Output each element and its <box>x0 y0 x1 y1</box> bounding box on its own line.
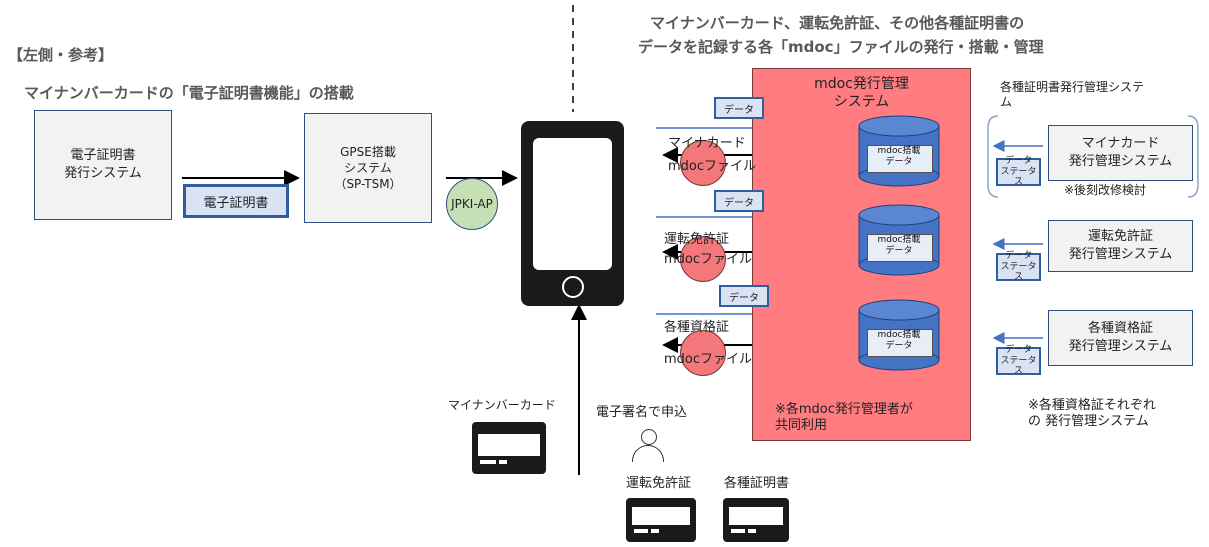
status-tag-2: データ ステータス <box>996 251 1041 282</box>
mynacard-issuer-system: マイナカード 発行管理システム <box>1048 125 1193 181</box>
db-label-3: mdoc搭載 データ <box>877 330 921 351</box>
mdoc-issuance-system <box>752 68 971 441</box>
file-circle-2 <box>680 236 726 282</box>
home-button <box>562 276 584 298</box>
db-label-2: mdoc搭載 データ <box>877 235 921 256</box>
mdoc-shared-note: ※各mdoc発行管理者が 共同利用 <box>775 402 913 434</box>
file-name-2: 運転免許証 <box>664 232 730 247</box>
cert-systems-title: 各種証明書発行管理システ ム <box>1000 80 1145 109</box>
data-tag-3: データ <box>719 285 769 307</box>
jpki-ap-circle: JPKI-AP <box>446 178 498 230</box>
certs-icon-line-a <box>731 529 745 533</box>
certs-label: 各種証明書 <box>724 476 790 491</box>
db-label-box-1 <box>867 145 933 173</box>
db-label-1: mdoc搭載 データ <box>877 146 921 167</box>
license-card-icon <box>626 498 696 542</box>
file-circle-1 <box>680 140 726 186</box>
cert-issuer-system-box: 電子証明書 発行システム <box>34 110 172 220</box>
left-heading: 【左側・参考】 <box>8 46 114 64</box>
each-system-note: ※各種資格証それぞれ の 発行管理システム <box>1028 398 1156 430</box>
person-icon-head <box>641 429 657 445</box>
db-label-box-2 <box>867 234 933 262</box>
file-suffix-1: mdocファイル <box>668 159 757 174</box>
data-tag-2: データ <box>714 190 764 212</box>
right-title-line1: マイナンバーカード、運転免許証、その他各種証明書の <box>650 14 1025 32</box>
status-tag-3: データ ステータス <box>996 345 1041 376</box>
license-icon-line-b <box>651 529 659 533</box>
certs-icon-panel <box>729 507 783 525</box>
left-subheading: マイナンバーカードの「電子証明書機能」の搭載 <box>24 84 354 102</box>
group-bracket-right <box>1187 115 1199 198</box>
mynumber-card-label: マイナンバーカード <box>448 398 556 412</box>
file-name-3: 各種資格証 <box>664 320 730 335</box>
card-icon-line-a <box>480 460 496 464</box>
license-icon-panel <box>632 507 690 525</box>
status-tag-1: データ ステータス <box>996 156 1041 187</box>
data-tag-1: データ <box>714 97 764 119</box>
db-label-box-3 <box>867 329 933 357</box>
mynumber-card-icon <box>472 422 546 474</box>
file-name-1: マイナカード <box>668 136 746 151</box>
esign-label: 電子署名で申込 <box>596 405 688 420</box>
file-suffix-3: mdocファイル <box>664 352 753 367</box>
license-label: 運転免許証 <box>626 476 692 491</box>
license-icon-line-a <box>634 529 648 533</box>
smartphone-screen <box>533 138 612 270</box>
group-bracket-left <box>987 115 999 198</box>
file-suffix-2: mdocファイル <box>664 252 753 267</box>
certs-card-icon <box>723 498 789 542</box>
right-title-line2: データを記録する各「mdoc」ファイルの発行・搭載・管理 <box>638 38 1044 56</box>
certs-icon-line-b <box>748 529 756 533</box>
qualification-issuer-system: 各種資格証 発行管理システム <box>1048 310 1193 366</box>
card-icon-line-b <box>499 460 507 464</box>
later-revision-note: ※後刻改修検討 <box>1064 183 1147 197</box>
file-circle-3 <box>680 330 726 376</box>
gpse-system-box: GPSE搭載 システム （SP-TSM） <box>304 113 432 223</box>
license-issuer-system: 運転免許証 発行管理システム <box>1048 220 1193 272</box>
card-icon-panel <box>478 434 540 456</box>
smartphone <box>521 121 624 306</box>
mdoc-system-title: mdoc発行管理 システム <box>814 76 909 110</box>
cert-tag: 電子証明書 <box>183 184 289 218</box>
